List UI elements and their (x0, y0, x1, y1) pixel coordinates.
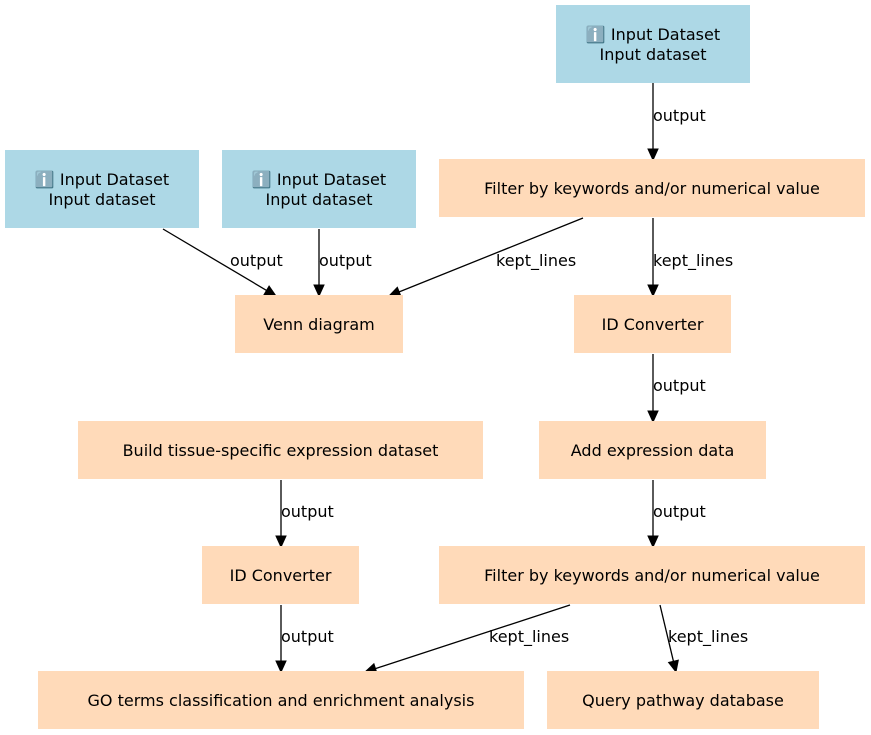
node-subtitle: Input dataset (48, 190, 155, 209)
node-tissue[interactable]: Build tissue-specific expression dataset (78, 421, 483, 479)
edge-label: kept_lines (496, 251, 576, 271)
node-title-text: Input Dataset (277, 170, 386, 189)
node-idconv2[interactable]: ID Converter (202, 546, 359, 604)
edge-filter2-to-goterms: kept_lines (363, 604, 571, 674)
edge-label: kept_lines (489, 627, 569, 647)
edge-label: output (230, 251, 283, 270)
arrowhead-icon (647, 410, 659, 424)
input-dataset-box[interactable] (5, 150, 199, 228)
arrowhead-icon (667, 659, 679, 674)
node-title-text: Input Dataset (60, 170, 169, 189)
node-idconv1[interactable]: ID Converter (574, 295, 731, 353)
edge-tissue-to-idconv2: output (275, 480, 334, 549)
node-title: Filter by keywords and/or numerical valu… (484, 566, 820, 585)
node-addexpr[interactable]: Add expression data (539, 421, 766, 479)
edge-input2-to-venn: output (313, 229, 372, 298)
arrowhead-icon (275, 535, 287, 549)
arrowhead-icon (647, 535, 659, 549)
node-title: ℹ️ Input Dataset (35, 170, 169, 189)
arrowhead-icon (275, 660, 287, 674)
tool-box[interactable] (574, 295, 731, 353)
node-filter1[interactable]: Filter by keywords and/or numerical valu… (439, 159, 865, 217)
edge-addexpr-to-filter2: output (647, 480, 706, 549)
edge-idconv2-to-goterms: output (275, 605, 334, 674)
node-title: Add expression data (571, 441, 735, 460)
edge-label: output (319, 251, 372, 270)
edge-label: output (281, 502, 334, 521)
edge-input1-to-venn: output (162, 228, 283, 297)
tool-box[interactable] (202, 546, 359, 604)
input-dataset-box[interactable] (556, 5, 750, 83)
arrowhead-icon (647, 284, 659, 298)
edge-label: output (653, 376, 706, 395)
edge-line (659, 604, 675, 662)
node-title: Build tissue-specific expression dataset (123, 441, 439, 460)
arrowhead-icon (647, 148, 659, 162)
node-subtitle: Input dataset (265, 190, 372, 209)
arrowhead-icon (313, 284, 325, 298)
node-title: GO terms classification and enrichment a… (88, 691, 475, 710)
edge-filter1-to-idconv1: kept_lines (647, 218, 733, 298)
info-icon: ℹ️ (252, 170, 272, 189)
node-title: Venn diagram (263, 315, 374, 334)
node-title: ID Converter (602, 315, 704, 334)
tool-box[interactable] (38, 671, 524, 729)
node-title: Filter by keywords and/or numerical valu… (484, 179, 820, 198)
edge-label: output (653, 106, 706, 125)
edge-line (375, 604, 571, 670)
edge-label: kept_lines (653, 251, 733, 271)
node-title-text: Input Dataset (611, 25, 720, 44)
tool-box[interactable] (235, 295, 403, 353)
edge-label: output (653, 502, 706, 521)
node-filter2[interactable]: Filter by keywords and/or numerical valu… (439, 546, 865, 604)
info-icon: ℹ️ (35, 170, 55, 189)
edge-idconv1-to-addexpr: output (647, 354, 706, 424)
tool-box[interactable] (539, 421, 766, 479)
node-pathway[interactable]: Query pathway database (547, 671, 819, 729)
node-title: ℹ️ Input Dataset (586, 25, 720, 44)
tool-box[interactable] (439, 546, 865, 604)
info-icon: ℹ️ (586, 25, 606, 44)
edge-label: output (281, 627, 334, 646)
tool-box[interactable] (439, 159, 865, 217)
node-subtitle: Input dataset (599, 45, 706, 64)
edge-label: kept_lines (668, 627, 748, 647)
node-title: Query pathway database (582, 691, 784, 710)
arrowhead-icon (263, 285, 278, 297)
node-venn[interactable]: Venn diagram (235, 295, 403, 353)
tool-box[interactable] (547, 671, 819, 729)
node-goterms[interactable]: GO terms classification and enrichment a… (38, 671, 524, 729)
edge-filter2-to-pathway: kept_lines (659, 604, 748, 674)
edge-line (162, 228, 267, 291)
input-dataset-box[interactable] (222, 150, 416, 228)
edge-filter1-to-venn: kept_lines (387, 217, 584, 298)
tool-box[interactable] (78, 421, 483, 479)
edge-input3-to-filter1: output (647, 83, 706, 162)
node-title: ℹ️ Input Dataset (252, 170, 386, 189)
edge-line (398, 217, 584, 293)
node-title: ID Converter (230, 566, 332, 585)
